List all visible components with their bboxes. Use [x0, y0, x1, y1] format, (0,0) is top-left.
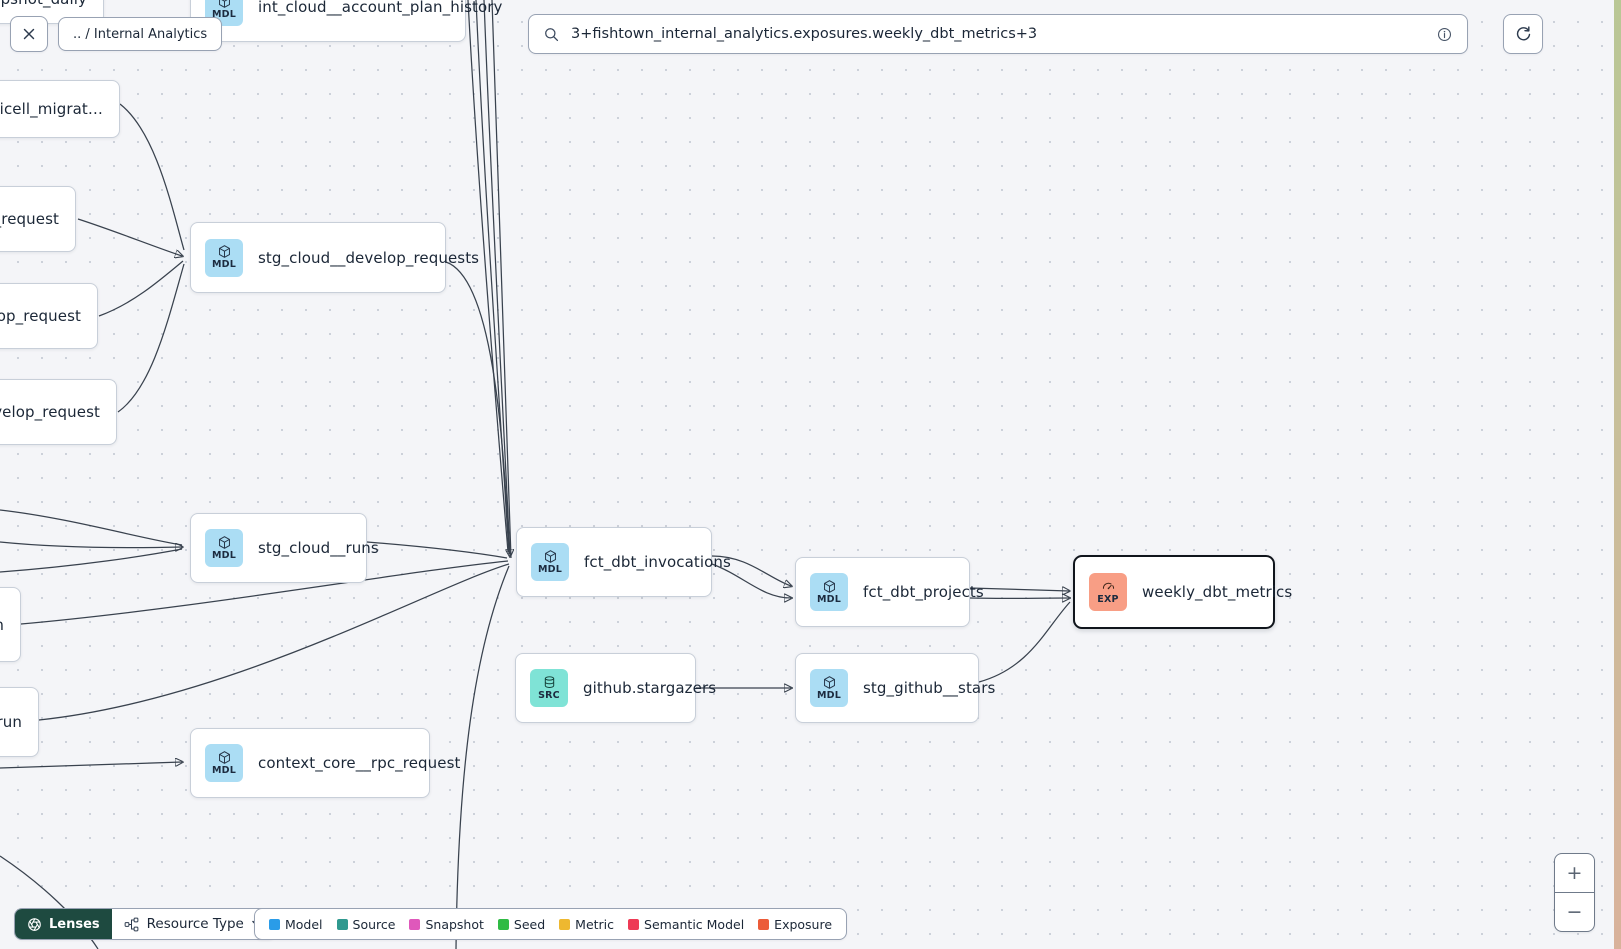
source-badge: SRC — [530, 669, 568, 707]
node-fct-dbt-invocations[interactable]: MDL fct_dbt_invocations — [516, 527, 731, 597]
node-github-stargazers[interactable]: SRC github.stargazers — [515, 653, 716, 723]
legend-item-snapshot: Snapshot — [409, 917, 484, 932]
node-stg-cloud-runs[interactable]: MDL stg_cloud__runs — [190, 513, 379, 583]
sitemap-icon — [124, 917, 139, 931]
model-badge: MDL — [205, 529, 243, 567]
database-icon — [544, 676, 554, 688]
zoom-controls: + − — [1554, 853, 1595, 932]
exposure-badge: EXP — [1089, 573, 1127, 611]
cube-icon — [544, 549, 556, 563]
node-stg-cloud-develop-requests[interactable]: MDL stg_cloud__develop_requests — [190, 222, 479, 293]
legend-item-model: Model — [269, 917, 323, 932]
node-stg-github-stars[interactable]: MDL stg_github__stars — [795, 653, 995, 723]
breadcrumb[interactable]: .. / Internal Analytics — [58, 17, 223, 51]
close-button[interactable] — [10, 16, 48, 52]
node-label: .run — [0, 713, 22, 731]
node-label: github.stargazers — [583, 679, 717, 697]
aperture-icon — [28, 917, 41, 931]
desktop-edge-strip — [1614, 0, 1621, 949]
cube-icon — [218, 0, 230, 8]
node-velop-request[interactable]: velop_request — [0, 283, 98, 349]
breadcrumb-label: .. / Internal Analytics — [73, 26, 208, 42]
node-p-request[interactable]: p_request — [0, 186, 76, 252]
model-badge: MDL — [205, 238, 243, 277]
node-label: context_core__rpc_request — [258, 754, 461, 772]
gauge-icon — [1102, 582, 1114, 589]
node-label: p_request — [0, 210, 59, 228]
exposure-swatch — [758, 918, 770, 930]
resource-type-label: Resource Type — [146, 916, 244, 932]
legend-item-seed: Seed — [497, 917, 545, 932]
node-develop-request[interactable]: .develop_request — [0, 379, 117, 445]
node-label: .develop_request — [0, 403, 100, 421]
node-partial-run[interactable]: .run — [0, 687, 39, 757]
lenses-label: Lenses — [49, 916, 100, 932]
resource-type-dropdown[interactable]: Resource Type — [112, 909, 275, 939]
search-icon — [545, 27, 559, 41]
semantic-model-swatch — [628, 918, 640, 930]
node-multicell-migrat[interactable]: multicell_migrat… — [0, 80, 120, 138]
zoom-out-button[interactable]: − — [1566, 901, 1583, 923]
search-input[interactable] — [571, 26, 1425, 42]
info-icon[interactable] — [1436, 26, 1453, 43]
lineage-search-bar[interactable] — [528, 14, 1468, 54]
node-weekly-dbt-metrics-selected[interactable]: EXP weekly_dbt_metrics — [1073, 555, 1292, 629]
node-label: n — [0, 616, 4, 634]
cube-icon — [218, 535, 230, 549]
node-label: stg_cloud__develop_requests — [258, 248, 480, 267]
node-label: velop_request — [0, 307, 81, 325]
refresh-button[interactable] — [1503, 14, 1543, 54]
close-icon — [23, 28, 35, 40]
node-context-core-rpc-request[interactable]: MDL context_core__rpc_request — [190, 728, 460, 798]
node-label: multicell_migrat… — [0, 100, 103, 118]
cube-icon — [218, 750, 230, 764]
cube-icon — [823, 675, 835, 689]
model-badge: MDL — [205, 744, 243, 782]
cube-icon — [218, 245, 230, 259]
lenses-button[interactable]: Lenses — [15, 909, 112, 939]
node-int-cloud-account-plan-history[interactable]: MDL int_cloud__account_plan_history — [190, 0, 502, 42]
model-badge: MDL — [531, 543, 569, 581]
node-label: weekly_dbt_metrics — [1142, 583, 1293, 601]
node-label: fct_dbt_invocations — [584, 553, 731, 571]
source-swatch — [336, 918, 348, 930]
node-label: fct_dbt_projects — [863, 583, 984, 601]
model-badge: MDL — [810, 573, 848, 611]
cube-icon — [823, 579, 835, 593]
legend-item-exposure: Exposure — [758, 917, 832, 932]
zoom-divider — [1555, 892, 1594, 893]
lenses-control: Lenses Resource Type — [14, 908, 276, 940]
node-label: stg_cloud__runs — [258, 539, 379, 557]
resource-type-legend: Model Source Snapshot Seed Metric Semant… — [254, 908, 848, 940]
snapshot-swatch — [409, 918, 421, 930]
legend-item-metric: Metric — [559, 917, 614, 932]
node-partial-n[interactable]: n — [0, 587, 21, 662]
node-label: snapshot_daily — [0, 0, 87, 8]
zoom-in-button[interactable]: + — [1566, 862, 1583, 884]
node-label: int_cloud__account_plan_history — [258, 0, 503, 16]
legend-item-source: Source — [336, 917, 395, 932]
model-swatch — [269, 918, 280, 930]
legend-item-semantic-model: Semantic Model — [628, 917, 744, 932]
seed-swatch — [497, 918, 509, 930]
model-badge: MDL — [810, 669, 848, 707]
refresh-icon — [1516, 25, 1530, 40]
metric-swatch — [559, 918, 571, 930]
node-fct-dbt-projects[interactable]: MDL fct_dbt_projects — [795, 557, 984, 627]
node-label: stg_github__stars — [863, 679, 996, 697]
